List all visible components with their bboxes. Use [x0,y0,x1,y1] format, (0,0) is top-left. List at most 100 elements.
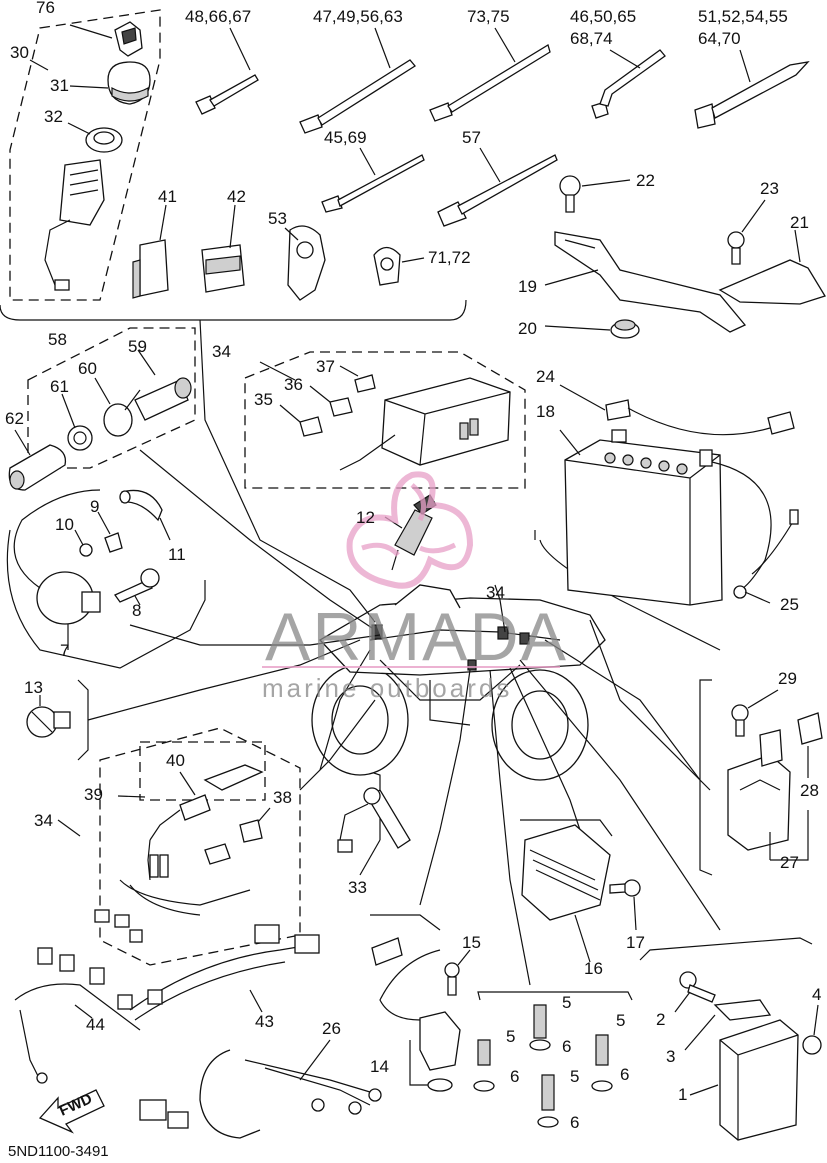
bolts-bracket [477,991,633,1001]
atv-vehicle [311,584,606,781]
callout-46-50-65: 46,50,65 [570,7,636,26]
callout-64-70: 64,70 [698,29,741,48]
nut-4 [802,1035,822,1055]
switch-13 [26,706,71,738]
leader-40 [179,771,196,796]
callout-35: 35 [254,390,273,409]
callout-40: 40 [166,751,185,770]
cable-tie-46 [591,49,666,119]
leader-30 [29,59,49,71]
callout-62: 62 [5,409,24,428]
wire-leaders [87,319,721,986]
leader-25 [744,591,771,604]
callout-47-49-56-63: 47,49,56,63 [313,7,403,26]
harness-34c [94,843,251,943]
cable-tie-48 [195,74,259,115]
leader-32 [67,122,91,135]
callout-43: 43 [255,1012,274,1031]
nut-61 [67,425,93,451]
bolt-29 [731,704,749,737]
leader-2 [674,991,691,1013]
callout-11: 11 [168,545,186,564]
leader-42 [229,204,236,249]
sensor-33 [337,787,411,853]
callout-22: 22 [636,171,655,190]
callout-2: 2 [656,1010,665,1029]
callout-42: 42 [227,187,246,206]
rectifier-16 [521,824,611,921]
bolt-9 [104,532,123,553]
harness-43 [117,924,320,1021]
callout-5a: 5 [562,993,571,1012]
callout-59: 59 [128,337,147,356]
callout-30: 30 [10,43,29,62]
callout-13: 13 [24,678,43,697]
bracket-3 [713,999,772,1021]
leader-46 [609,49,641,69]
callout-24: 24 [536,367,555,386]
ignition-group-box [9,9,161,301]
top-bracket-line [0,299,467,321]
leader-1 [689,1084,719,1096]
fuse-box-group [244,351,526,489]
left-bracket-line [6,529,206,669]
bolt-8 [114,568,160,603]
leader-61 [61,393,76,429]
leader-23 [741,199,766,233]
callout-6d: 6 [570,1113,579,1132]
switch-bracket [370,914,441,931]
nut-32 [85,127,123,153]
leader-33 [359,839,381,876]
callout-34-vehicle: 34 [486,583,505,602]
bolt-15 [444,962,460,996]
callout-71-72: 71,72 [428,248,471,267]
callout-7: 7 [60,641,69,660]
callout-57: 57 [462,128,481,147]
callout-36: 36 [284,375,303,394]
fuse-36 [329,397,353,417]
fwd-arrow-icon [38,1089,105,1134]
bracket-21 [718,259,826,305]
callout-39: 39 [84,785,103,804]
battery-bracket-line [539,539,721,651]
callout-58: 58 [48,330,67,349]
leader-21 [794,229,801,263]
callout-8: 8 [132,601,141,620]
leader-60 [94,377,111,405]
cable-tie-51 [694,61,810,129]
leader-14 [409,1040,428,1086]
callout-53: 53 [268,209,287,228]
callout-15: 15 [462,933,481,952]
cdi-unit-1 [719,1019,799,1141]
leader-43 [249,989,263,1013]
callout-26: 26 [322,1019,341,1038]
callout-5d: 5 [570,1067,579,1086]
callout-41: 41 [158,187,177,206]
harness-26 [139,1049,382,1139]
armada-watermark-logo [346,471,474,589]
leader-10 [74,529,84,546]
washers-6 [473,1039,613,1128]
fuse-box-34 [339,377,511,471]
callout-34-aux: 34 [34,811,53,830]
main-switch-31 [107,61,151,105]
callout-25: 25 [780,595,799,614]
grip-62 [8,444,67,491]
leader-62 [14,429,31,456]
callout-29: 29 [778,669,797,688]
cable-tie-47 [299,59,416,134]
coupler-41 [132,239,169,299]
connector-40 [147,764,264,881]
plate-19 [554,231,747,333]
battery-18 [564,429,723,606]
socket-59 [134,377,192,421]
relay-27 [727,729,791,851]
leader-76 [69,24,113,39]
callout-45-69: 45,69 [324,128,367,147]
bolt-22 [559,175,581,213]
leader-24 [559,384,606,411]
cable-tie-45 [321,154,425,213]
callout-32: 32 [44,107,63,126]
callout-68-74: 68,74 [570,29,613,48]
leader-48 [229,27,251,71]
